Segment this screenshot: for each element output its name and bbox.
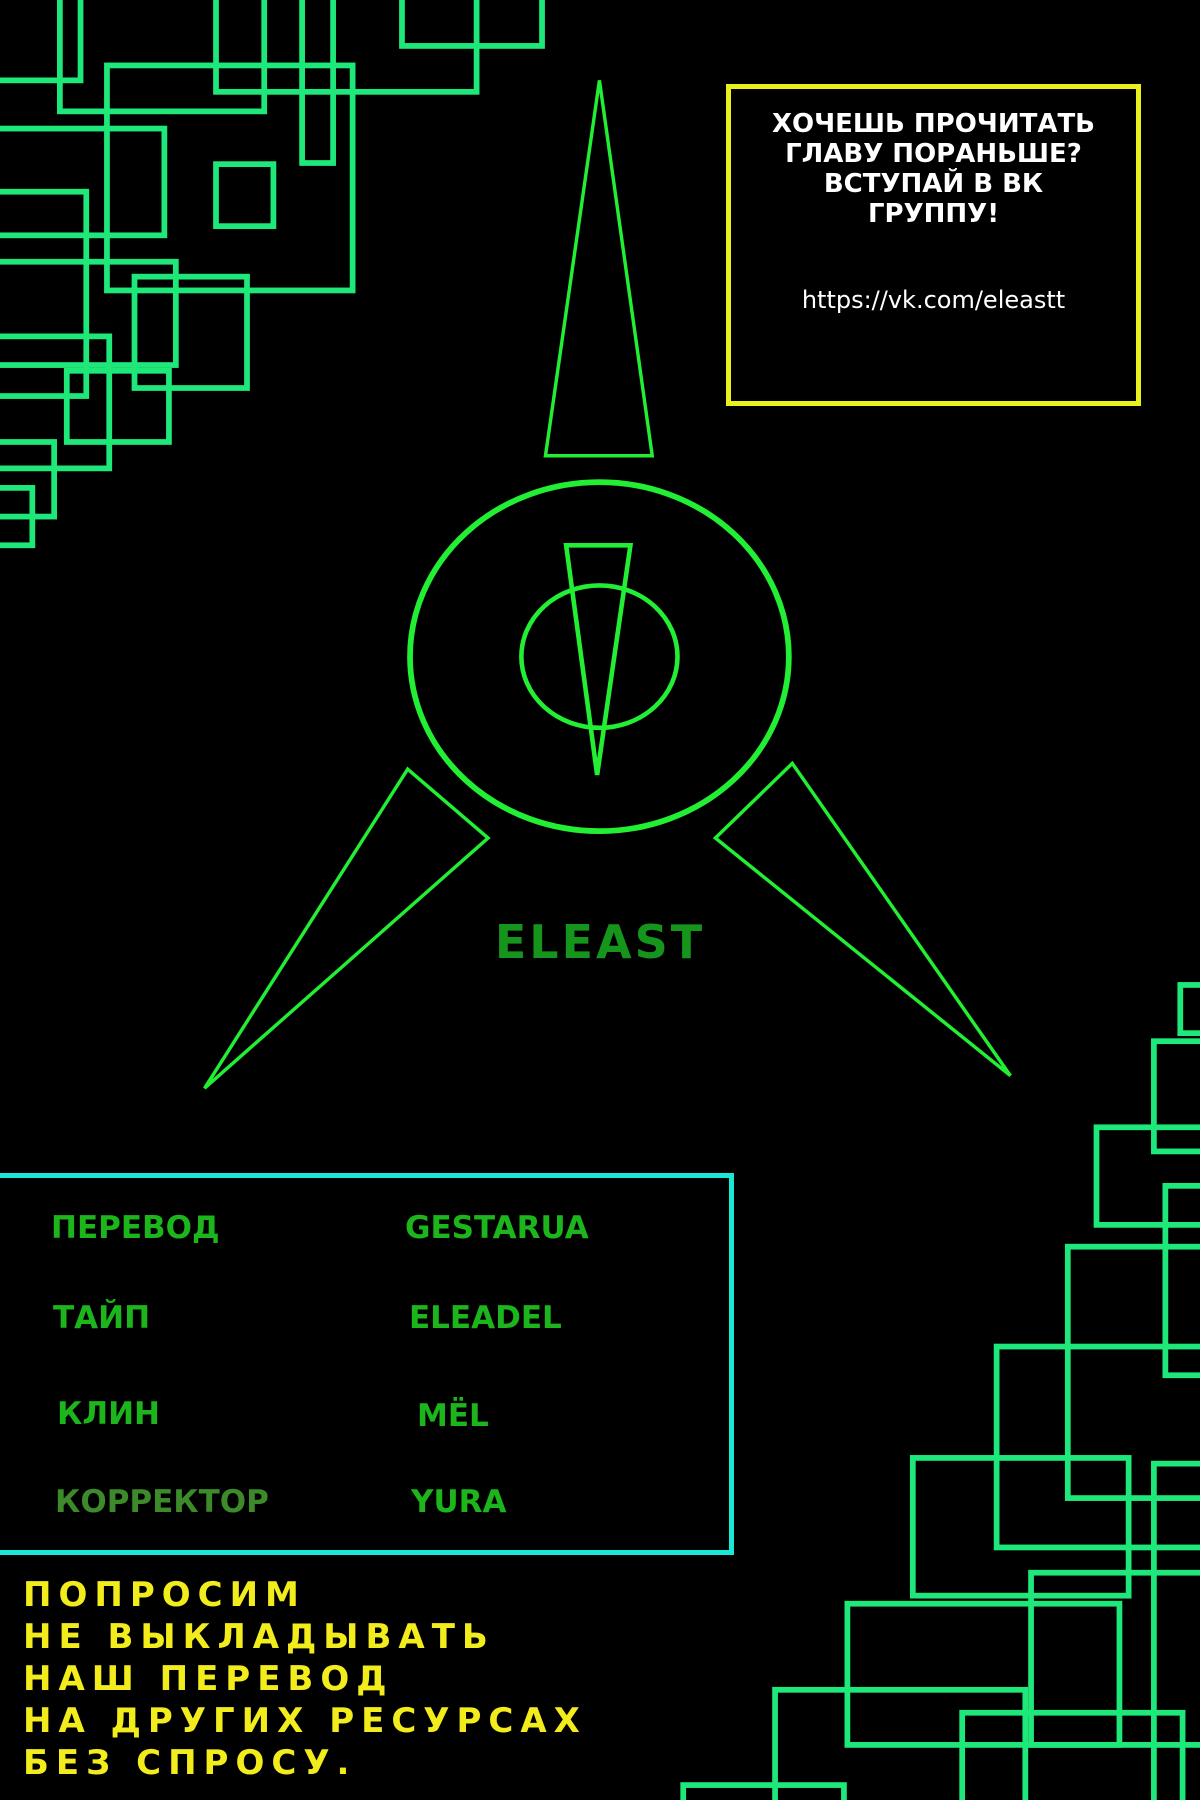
- credits-box: ПЕРЕВОД GESTARUA ТАЙП ELEADEL КЛИН MЁL К…: [0, 1173, 734, 1555]
- credit-name: ELEADEL: [409, 1300, 562, 1336]
- logo-outer-ring: [407, 479, 792, 834]
- logo-inner-spike: [563, 542, 634, 776]
- credit-name: MЁL: [417, 1398, 489, 1434]
- logo-left-spike: [203, 766, 491, 1090]
- notice-line: НАШ ПЕРЕВОД: [23, 1659, 394, 1699]
- promo-message: ХОЧЕШЬ ПРОЧИТАТЬ ГЛАВУ ПОРАНЬШЕ? ВСТУПАЙ…: [731, 109, 1136, 229]
- logo-top-spike: [543, 80, 655, 458]
- logo-inner-ring: [519, 583, 680, 731]
- repost-notice: ПОПРОСИМ НЕ ВЫКЛАДЫВАТЬ НАШ ПЕРЕВОД НА Д…: [23, 1574, 587, 1784]
- credit-role: ТАЙП: [53, 1300, 151, 1336]
- promo-line: ГЛАВУ ПОРАНЬШЕ?: [785, 139, 1082, 169]
- notice-line: БЕЗ СПРОСУ.: [23, 1743, 357, 1783]
- logo-right-spike: [712, 760, 1012, 1077]
- logo-wordmark: ELEAST: [494, 915, 706, 969]
- notice-line: НА ДРУГИХ РЕСУРСАХ: [23, 1701, 587, 1741]
- vk-group-link[interactable]: https://vk.com/eleastt: [801, 286, 1066, 314]
- notice-line: НЕ ВЫКЛАДЫВАТЬ: [23, 1617, 495, 1657]
- promo-line: ХОЧЕШЬ ПРОЧИТАТЬ: [771, 109, 1095, 139]
- credit-role: ПЕРЕВОД: [51, 1210, 220, 1246]
- decorative-squares-bottom-right: [680, 982, 1200, 1800]
- decorative-squares-top-left: [0, 0, 545, 549]
- promo-line: ВСТУПАЙ В ВК: [823, 169, 1044, 199]
- credit-role: КЛИН: [57, 1396, 160, 1432]
- credit-role: КОРРЕКТОР: [55, 1484, 269, 1520]
- vk-promo-box: ХОЧЕШЬ ПРОЧИТАТЬ ГЛАВУ ПОРАНЬШЕ? ВСТУПАЙ…: [726, 84, 1141, 406]
- notice-line: ПОПРОСИМ: [23, 1575, 306, 1615]
- credit-name: YURA: [411, 1484, 507, 1520]
- credit-name: GESTARUA: [405, 1210, 589, 1246]
- promo-line: ГРУППУ!: [867, 199, 1000, 229]
- eleast-logo-emblem: [203, 80, 1012, 1090]
